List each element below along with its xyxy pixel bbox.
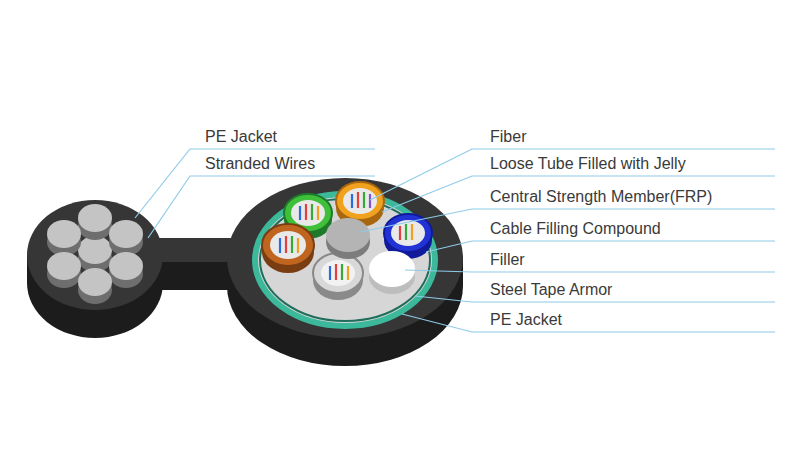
fiber	[369, 194, 371, 208]
part-label: Stranded Wires	[205, 154, 315, 174]
jelly	[291, 200, 325, 226]
wire	[109, 252, 143, 280]
jacket-web	[150, 238, 242, 262]
wire	[109, 220, 143, 248]
fiber	[363, 192, 365, 208]
jelly	[343, 188, 377, 214]
part-label: Filler	[490, 250, 525, 270]
stranded-wires	[47, 204, 143, 304]
fiber	[335, 264, 337, 280]
leader-line	[148, 176, 375, 238]
filler	[369, 251, 415, 287]
cable-jacket	[227, 178, 463, 338]
fiber	[357, 192, 359, 208]
part-label: PE Jacket	[205, 127, 277, 147]
fiber	[405, 224, 407, 240]
fiber	[279, 238, 281, 253]
fiber	[411, 224, 413, 240]
fiber	[299, 206, 301, 220]
loose-tube	[384, 214, 432, 252]
part-label: Loose Tube Filled with Jelly	[490, 154, 686, 174]
fiber	[341, 264, 343, 280]
fiber	[305, 204, 307, 220]
jelly	[321, 260, 355, 286]
fiber	[351, 194, 353, 208]
fiber	[317, 206, 319, 220]
leader-line	[405, 270, 775, 272]
fiber	[311, 204, 313, 220]
part-label: Steel Tape Armor	[490, 280, 612, 300]
leader-line	[135, 149, 375, 218]
loose-tubes	[262, 182, 432, 300]
part-label: PE Jacket	[490, 310, 562, 330]
wire	[47, 220, 81, 248]
fiber	[347, 266, 349, 280]
jelly	[270, 231, 306, 259]
messenger-jacket	[27, 200, 163, 310]
loose-tube	[336, 182, 384, 220]
leader-line	[402, 314, 775, 332]
jelly	[391, 220, 425, 246]
leader-lines	[135, 149, 775, 332]
loose-tube	[262, 224, 314, 266]
fiber	[285, 236, 287, 253]
leader-line	[382, 176, 775, 212]
wire	[47, 252, 81, 280]
part-label: Central Strength Member(FRP)	[490, 187, 712, 207]
loose-tube	[313, 253, 363, 293]
fiber	[399, 226, 401, 240]
wire	[78, 204, 112, 232]
fiber	[291, 236, 293, 253]
leader-line	[426, 241, 775, 252]
central-strength-member	[326, 218, 370, 252]
wire	[78, 268, 112, 296]
fiber	[297, 238, 299, 253]
part-label: Cable Filling Compound	[490, 219, 661, 239]
wire	[78, 236, 112, 264]
part-label: Fiber	[490, 127, 526, 147]
fiber	[329, 266, 331, 280]
fibers	[280, 192, 412, 280]
